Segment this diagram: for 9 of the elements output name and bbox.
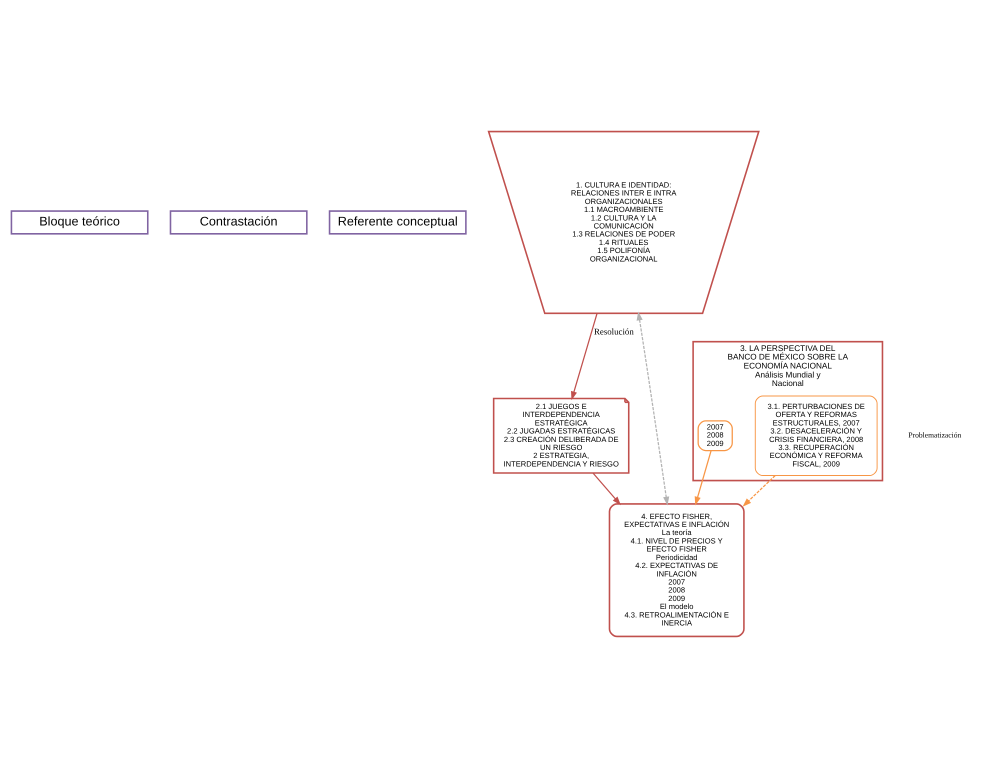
node-box: Bloque teórico xyxy=(10,210,149,235)
node-box: Referente conceptual xyxy=(328,210,467,235)
arrow xyxy=(636,311,670,506)
arrow xyxy=(742,475,776,507)
arrow xyxy=(694,450,712,506)
arrow xyxy=(592,472,621,506)
arrow xyxy=(571,313,598,400)
edge-label: Resolución xyxy=(594,326,634,336)
node-box: Contrastación xyxy=(170,210,308,235)
